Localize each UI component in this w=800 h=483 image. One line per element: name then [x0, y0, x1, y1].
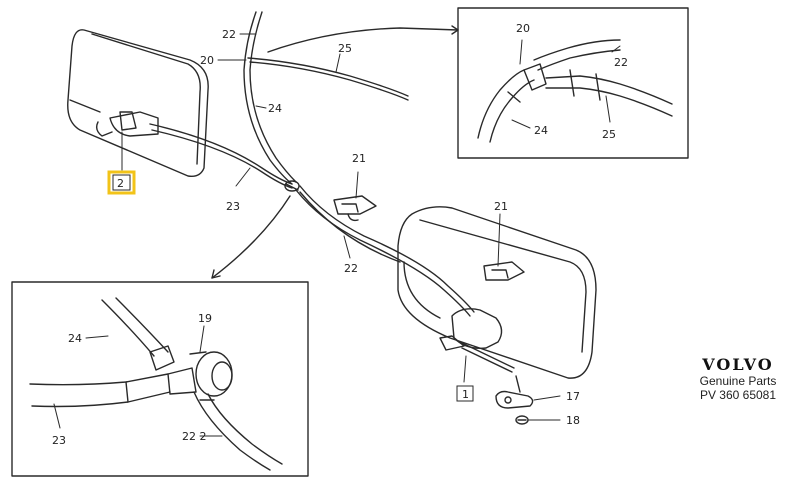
label-20-main: 20 [200, 54, 214, 67]
label-22-inset: 22 [614, 56, 628, 69]
cable-23 [149, 123, 293, 185]
cable-24 [243, 11, 293, 185]
clip-21-left [333, 195, 377, 222]
label-22-main: 22 [344, 262, 358, 275]
inset-top-right [457, 7, 689, 159]
box-part-1 [456, 385, 474, 402]
label-20-inset: 20 [516, 22, 530, 35]
clip-21-right [483, 261, 525, 281]
volvo-logo: VOLVO [702, 355, 774, 374]
label-23-main: 23 [226, 200, 240, 213]
callout-leader-bottom [211, 195, 291, 279]
label-24-inset-bottom: 24 [68, 332, 82, 345]
label-19: 19 [198, 312, 212, 325]
label-24-inset: 24 [534, 124, 548, 137]
label-21-left: 21 [352, 152, 366, 165]
left-lamp-connector [95, 111, 159, 137]
inset-top-right-detail [477, 39, 673, 143]
label-17: 17 [566, 390, 580, 403]
label-25-inset: 25 [602, 128, 616, 141]
wire-25 [247, 57, 409, 97]
part-number-text: PV 360 65081 [699, 388, 777, 402]
label-23-inset: 23 [52, 434, 66, 447]
label-21-right: 21 [494, 200, 508, 213]
right-lamp-connector [439, 308, 515, 373]
label-25-main: 25 [338, 42, 352, 55]
screw-18 [515, 415, 529, 425]
junction-node [284, 180, 300, 192]
left-headlamp [67, 29, 209, 178]
label-24-main: 24 [268, 102, 282, 115]
callout-leader-top [267, 27, 459, 53]
label-part-2: 2 [117, 177, 124, 190]
right-headlamp [397, 206, 597, 379]
inset-bottom-left [11, 281, 309, 477]
genuine-parts-text: Genuine Parts [699, 374, 777, 388]
label-22-top: 22 [222, 28, 236, 41]
label-part-1: 1 [462, 388, 469, 401]
volvo-brand-block: VOLVO Genuine Parts PV 360 65081 [684, 355, 792, 403]
highlight-part-2 [107, 170, 136, 195]
label-18: 18 [566, 414, 580, 427]
label-22-inset-bottom: 22 2 [182, 430, 207, 443]
inset-bottom-left-detail [29, 297, 283, 471]
ground-lug-17 [495, 375, 534, 409]
